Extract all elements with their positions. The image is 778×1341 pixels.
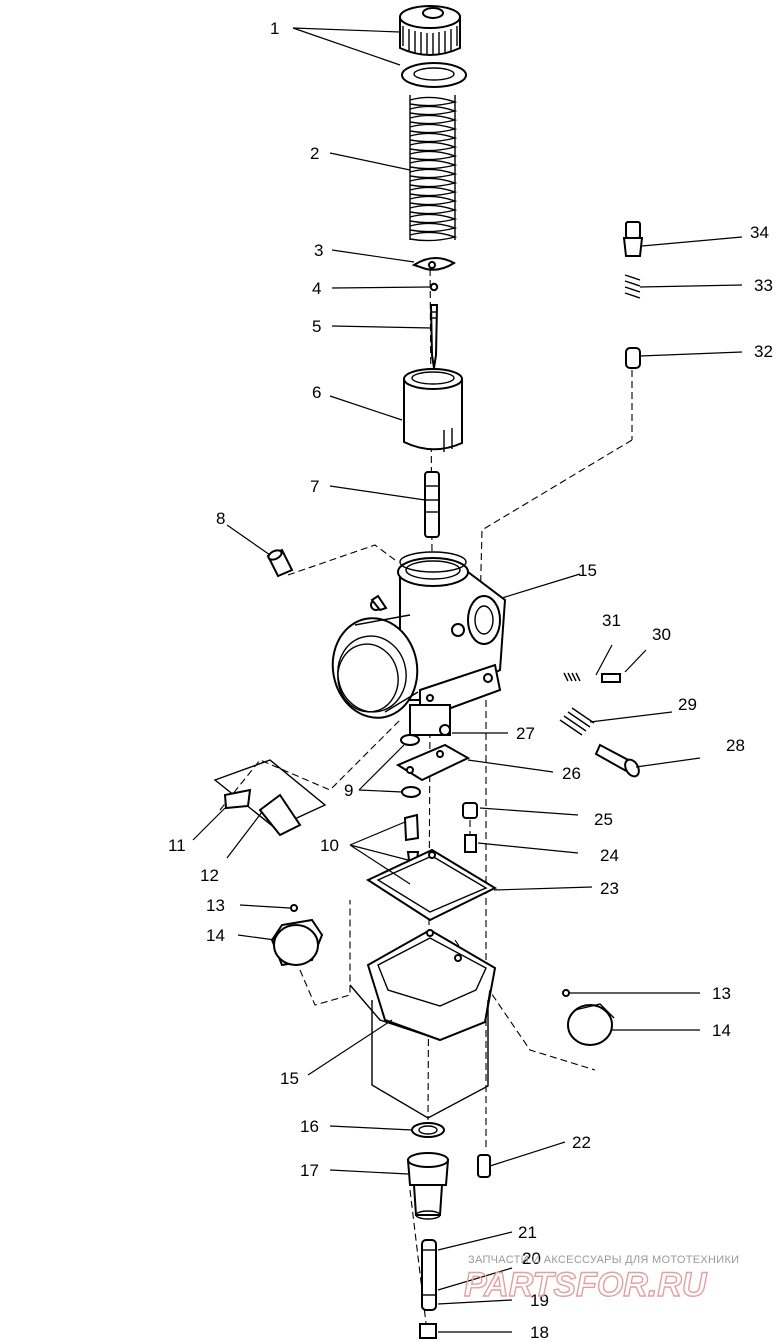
callout-8: 8 (216, 509, 225, 528)
callout-1: 1 (270, 19, 279, 38)
callout-12: 12 (200, 866, 219, 885)
callout-19: 19 (530, 1291, 549, 1310)
float-bowl-gasket (365, 848, 498, 922)
callout-16: 16 (300, 1117, 319, 1136)
callout-26: 26 (562, 764, 581, 783)
callout-7: 7 (310, 477, 319, 496)
watermark-brand: PARTSFOR.RU (464, 1266, 708, 1304)
callout-6: 6 (312, 383, 321, 402)
float-pin-clip (213, 759, 327, 837)
callout-23: 23 (600, 879, 619, 898)
callout-21: 21 (518, 1223, 537, 1242)
float-right (562, 989, 615, 1046)
callout-27: 27 (516, 724, 535, 743)
callout-3: 3 (314, 241, 323, 260)
air-jet-32 (625, 347, 641, 369)
callout-9: 9 (344, 781, 353, 800)
pilot-screw-31 (563, 672, 621, 683)
callout-29: 29 (678, 695, 697, 714)
jet-needle (429, 304, 439, 369)
callout-31: 31 (602, 611, 621, 630)
watermark-tagline: ЗАПЧАСТИ И АКСЕССУАРЫ ДЛЯ МОТОТЕХНИКИ (468, 1254, 739, 1266)
callout-11: 11 (168, 836, 186, 855)
carburetor-body (331, 551, 507, 736)
leader-lines (192, 27, 743, 1333)
throttle-valve (403, 368, 463, 452)
watermark: ЗАПЧАСТИ И АКСЕССУАРЫ ДЛЯ МОТОТЕХНИКИ PA… (463, 1254, 739, 1305)
idle-screw-spring (559, 707, 640, 778)
callout-28: 28 (726, 736, 745, 755)
callout-18: 18 (530, 1323, 549, 1341)
drain-cap (419, 1323, 437, 1339)
callout-10: 10 (320, 836, 339, 855)
callout-22: 22 (572, 1133, 591, 1152)
callout-32: 32 (754, 342, 773, 361)
callout-2: 2 (310, 144, 319, 163)
needle-jet (424, 471, 440, 538)
float-left (270, 904, 324, 967)
callout-15-body: 15 (578, 561, 597, 580)
carb-top-cap (399, 5, 461, 56)
callout-17: 17 (300, 1161, 319, 1180)
throttle-spring (409, 95, 458, 242)
drain-screw-22 (477, 1154, 491, 1178)
drain-plug (406, 1152, 450, 1220)
callout-labels: 1 2 3 4 5 6 7 8 9 10 11 12 13 14 13 14 1… (168, 19, 773, 1341)
callout-33: 33 (754, 276, 773, 295)
main-jet-holder (462, 802, 478, 853)
drain-tube (421, 1239, 437, 1311)
callout-13-left: 13 (206, 896, 225, 915)
callout-20: 20 (522, 1249, 541, 1268)
o-ring-washers (400, 734, 421, 798)
air-jet-34 (622, 221, 644, 257)
callout-34: 34 (750, 223, 769, 242)
callout-25: 25 (594, 810, 613, 829)
callout-5: 5 (312, 317, 321, 336)
cap-washer (401, 62, 467, 88)
callout-24: 24 (600, 846, 619, 865)
needle-retainer (411, 257, 456, 271)
float-bowl (349, 928, 497, 1119)
callout-4: 4 (312, 279, 321, 298)
callout-13-right: 13 (712, 984, 731, 1003)
needle-clip (429, 282, 439, 292)
pilot-jet-small (266, 548, 294, 578)
callout-30: 30 (652, 625, 671, 644)
drain-washer (411, 1122, 445, 1138)
float-valve-plate (395, 743, 471, 782)
callout-14-right: 14 (712, 1021, 731, 1040)
callout-14-left: 14 (206, 926, 225, 945)
callout-15-bowl: 15 (280, 1069, 299, 1088)
air-spring-33 (624, 274, 641, 299)
